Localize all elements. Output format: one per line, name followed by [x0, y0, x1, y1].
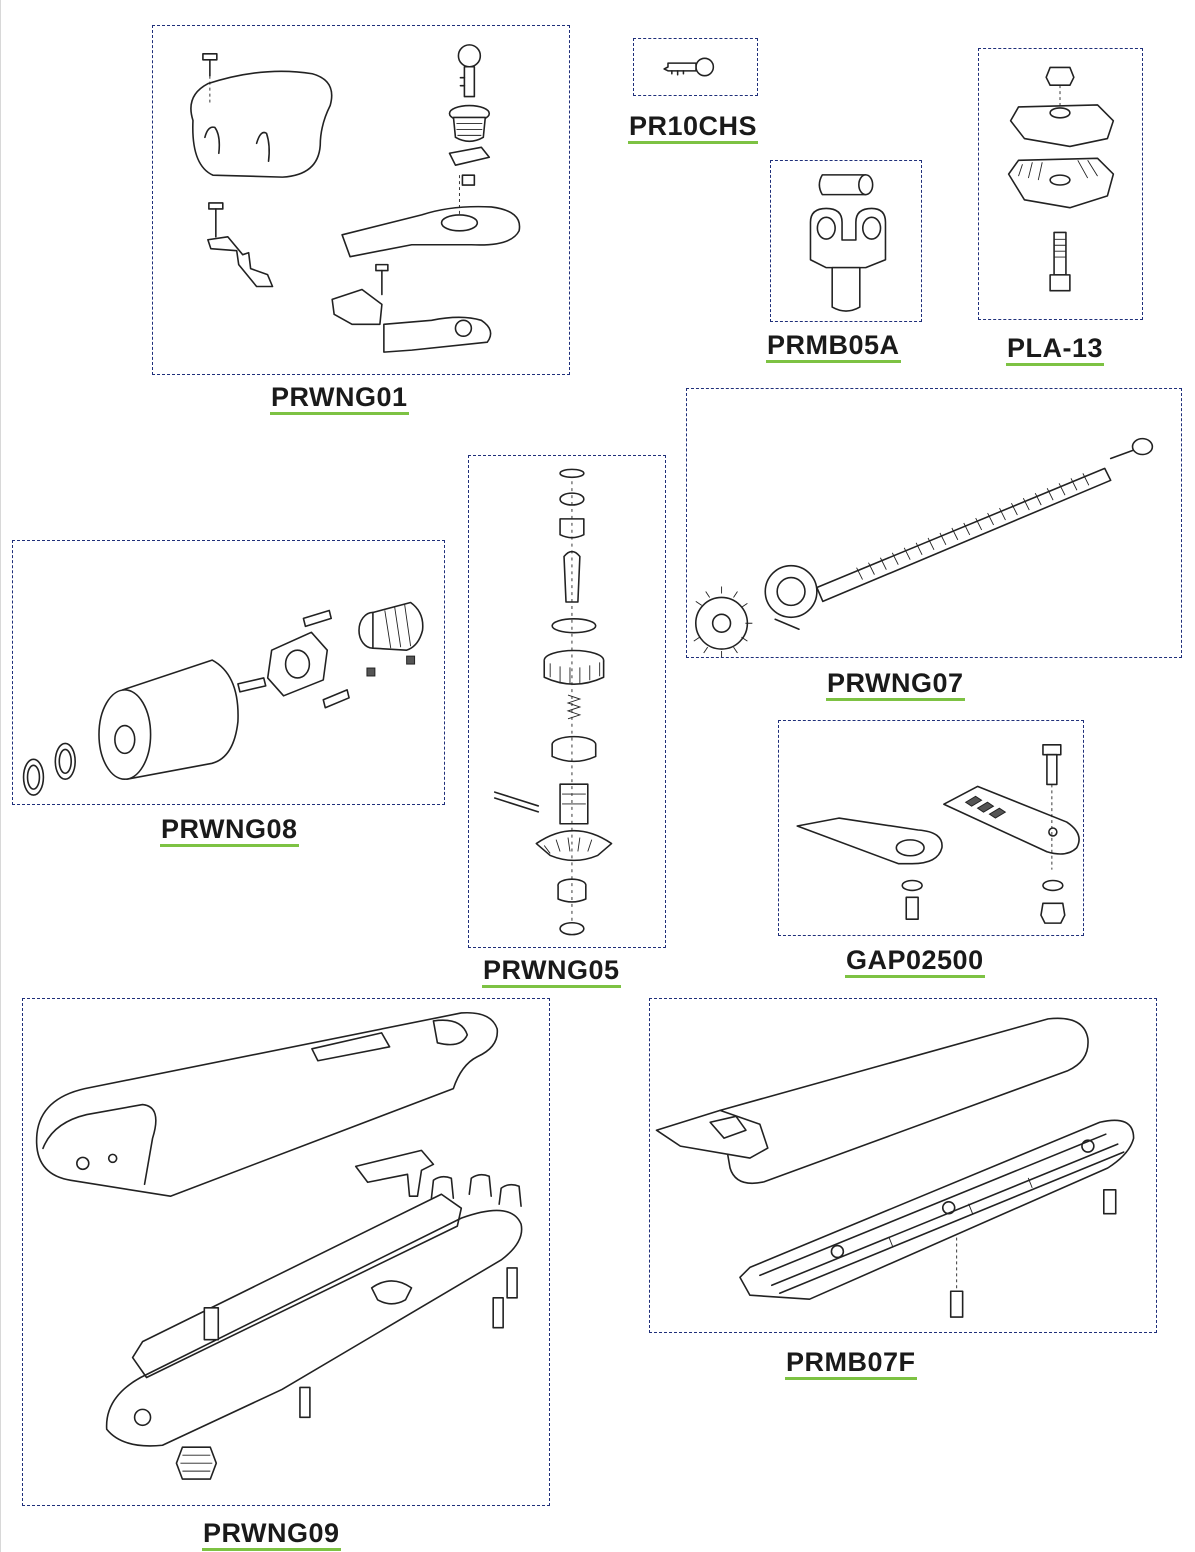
panel-prwng09: [22, 998, 550, 1506]
pla13-drawing: [1007, 66, 1115, 292]
panel-pr10chs: [633, 38, 758, 96]
panel-pla13: [978, 48, 1143, 320]
label-gap02500: GAP02500: [845, 945, 985, 978]
label-prwng05: PRWNG05: [482, 955, 621, 988]
panel-prmb07f: [649, 998, 1157, 1333]
gap02500-drawing: [796, 743, 1080, 924]
panel-gap02500: [778, 720, 1084, 936]
prwng09-drawing: [35, 1011, 523, 1480]
label-prwng07: PRWNG07: [826, 668, 965, 701]
label-prwng01: PRWNG01: [270, 382, 409, 415]
panel-prwng08: [12, 540, 445, 805]
label-prwng09: PRWNG09: [202, 1518, 341, 1551]
prmb05a-drawing: [809, 174, 887, 312]
prwng07-drawing: [693, 437, 1154, 657]
prwng08-drawing: [22, 601, 424, 796]
page-edge: [0, 0, 1, 1552]
key-drawing: [663, 57, 715, 77]
prmb07f-drawing: [655, 1017, 1135, 1318]
label-prmb07f: PRMB07F: [785, 1347, 917, 1380]
prwng05-drawing: [493, 468, 613, 936]
panel-prwng05: [468, 455, 666, 948]
prwng01-exploded-drawing: [190, 44, 521, 353]
label-prmb05a: PRMB05A: [766, 330, 901, 363]
panel-prmb05a: [770, 160, 922, 322]
panel-prwng07: [686, 388, 1182, 658]
panel-prwng01: [152, 25, 570, 375]
label-pla13: PLA-13: [1006, 333, 1105, 366]
label-prwng08: PRWNG08: [160, 814, 299, 847]
label-pr10chs: PR10CHS: [628, 111, 759, 144]
